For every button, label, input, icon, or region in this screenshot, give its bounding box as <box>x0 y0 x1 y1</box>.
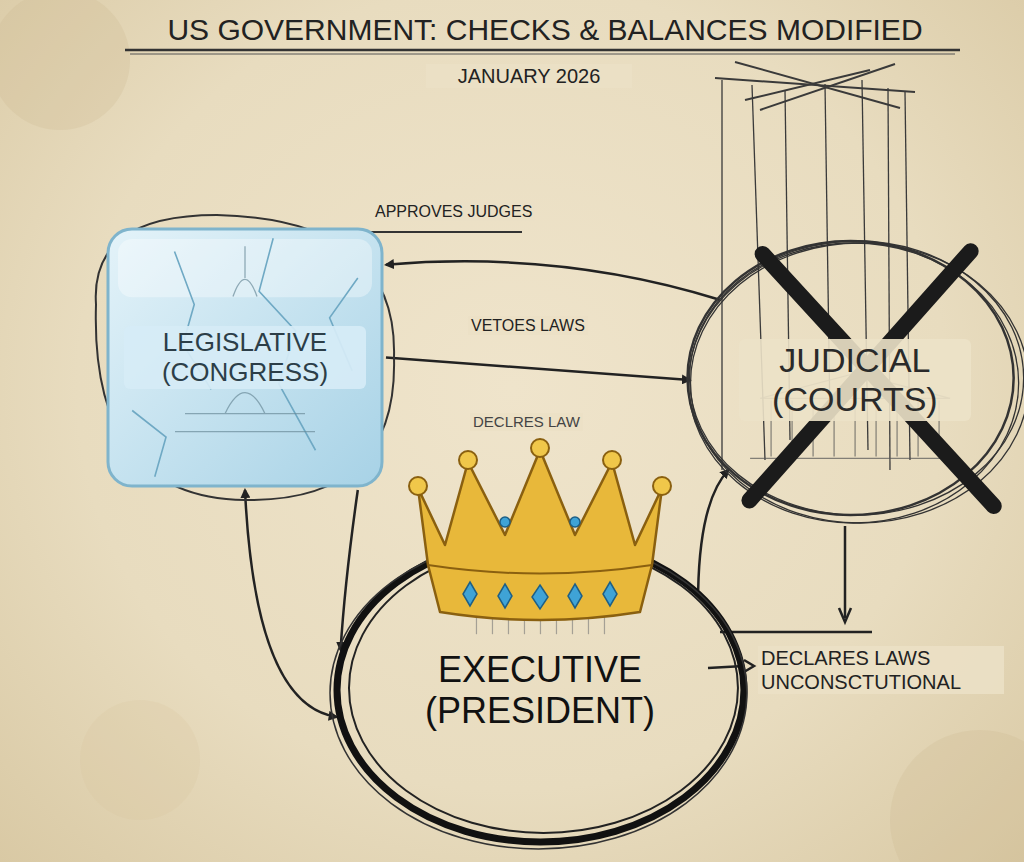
ice-crack <box>132 411 166 477</box>
capitol-sketch <box>175 393 315 432</box>
white-house-column <box>523 616 524 635</box>
bracket-line <box>720 631 872 634</box>
jewel <box>568 584 582 608</box>
node-label: LEGISLATIVE (CONGRESS) <box>124 326 366 390</box>
leader-line <box>844 526 847 618</box>
white-house-column <box>539 616 540 635</box>
white-house-column <box>491 616 492 635</box>
jewel <box>570 517 580 527</box>
crown-ball <box>459 451 477 469</box>
executive-circle: EXECUTIVE (PRESIDENT) <box>334 535 747 845</box>
diagram-title: US GOVERNMENT: CHECKS & BALANCES MODIFIE… <box>120 12 970 48</box>
jewel <box>603 582 617 606</box>
white-house-column <box>507 616 508 635</box>
puppet-bar <box>735 62 900 108</box>
crown-ball <box>409 477 427 495</box>
ice-cube <box>108 229 382 486</box>
paper-stain <box>0 0 130 130</box>
crown-ball <box>653 477 671 495</box>
arrow-head <box>839 608 851 622</box>
ice-shine <box>118 239 372 297</box>
puppet-string <box>721 80 722 470</box>
label-underline <box>370 231 522 233</box>
legislative-ice-block: LEGISLATIVE (CONGRESS) <box>104 225 386 490</box>
white-house-column <box>475 616 476 635</box>
annotation-label: DECLARES LAWS UNCONSCTUTIONAL <box>758 646 1004 694</box>
edge-label: VETOES LAWS <box>468 316 588 335</box>
sketch-outline <box>96 215 394 500</box>
executive-ring <box>349 543 738 833</box>
connector-arrow <box>386 358 690 381</box>
node-label: JUDICIAL (COURTS) <box>739 339 971 421</box>
court-ring <box>690 243 1024 523</box>
edge-label: APPROVES JUDGES <box>372 202 535 221</box>
puppet-bar <box>760 64 895 110</box>
crown-ball <box>531 439 549 457</box>
connector-arrow <box>698 470 728 590</box>
capitol-dome <box>233 246 257 296</box>
node-label: EXECUTIVE (PRESIDENT) <box>394 647 686 734</box>
jewel <box>500 517 510 527</box>
white-house-column <box>587 616 588 635</box>
jewel <box>532 585 548 609</box>
arrow-head <box>744 660 754 672</box>
crown-body <box>418 450 662 620</box>
title-underline <box>125 49 960 52</box>
crown-band <box>428 565 652 574</box>
white-house-column <box>571 616 572 635</box>
court-ring <box>689 241 1023 515</box>
crown-ball <box>603 451 621 469</box>
connector-arrow <box>386 261 720 299</box>
paper-stain <box>890 730 1024 862</box>
date-label: JANUARY 2026 <box>426 64 632 88</box>
faded-label: DECLRES LAW <box>470 413 583 431</box>
jewel <box>463 582 477 606</box>
judicial-circle: JUDICIAL (COURTS) <box>690 240 1020 520</box>
white-house-column <box>603 616 604 635</box>
jewel <box>498 584 512 608</box>
white-house-column <box>555 616 556 635</box>
crown-balls <box>409 439 671 495</box>
connector-arrow <box>245 490 337 717</box>
paper-stain <box>80 700 200 820</box>
crown-jewels <box>463 517 617 609</box>
executive-ring <box>337 538 744 842</box>
title-underline <box>130 54 955 55</box>
puppet-bar <box>745 70 870 100</box>
executive-ring <box>330 537 747 849</box>
